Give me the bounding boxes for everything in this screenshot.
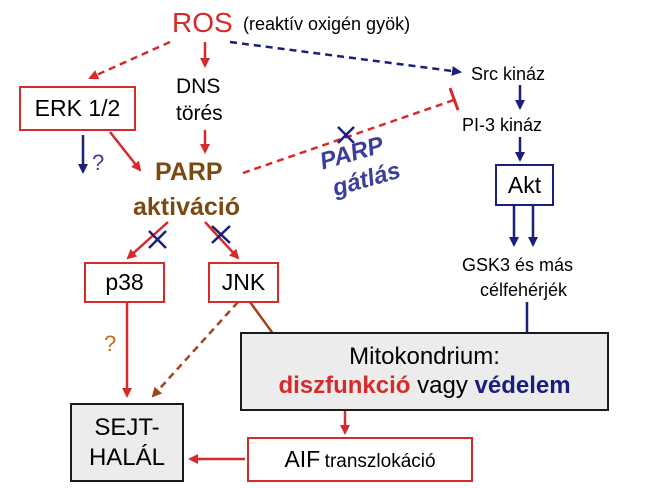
cross-jnk-b [211, 225, 231, 244]
parp-activation-1: PARP [155, 158, 223, 186]
inhibition-bar [448, 87, 460, 111]
jnk-node: JNK [208, 262, 279, 303]
parp-activation-2: aktiváció [133, 193, 241, 221]
jnk-label: JNK [221, 269, 266, 295]
gsk-label-2: célfehérjék [480, 280, 568, 300]
aif-text: AIF transzlokáció [284, 446, 435, 473]
aif-label: AIF [284, 446, 321, 472]
arrow-parp-jnk [204, 221, 240, 260]
aif-rest: transzlokáció [324, 451, 436, 472]
death-line2: HALÁL [88, 443, 166, 471]
arrow-ros-erk [88, 40, 171, 80]
mito-title: Mitokondrium: [349, 342, 500, 370]
death-line1: SEJT- [94, 413, 160, 441]
question-erk: ? [92, 150, 105, 175]
mitochondrium-node: Mitokondrium: diszfunkció vagy védelem [240, 332, 609, 411]
mito-outcome: diszfunkció vagy védelem [278, 372, 570, 401]
erk-node: ERK 1/2 [19, 86, 136, 131]
pi3-label: PI-3 kináz [462, 115, 543, 135]
akt-node: Akt [495, 164, 554, 206]
p38-node: p38 [84, 262, 165, 303]
mito-protection: védelem [474, 371, 571, 399]
ros-label: ROS [172, 7, 233, 38]
ros-note: (reaktív oxigén gyök) [243, 14, 411, 34]
arrow-jnk-death [151, 301, 239, 398]
gsk-label-1: GSK3 és más [462, 255, 574, 275]
dns-label-2: törés [176, 102, 223, 125]
arrow-erk-parp [109, 131, 142, 172]
p38-label: p38 [105, 269, 144, 295]
akt-label: Akt [507, 171, 542, 198]
cell-death-node: SEJT- HALÁL [70, 403, 184, 482]
aif-node: AIF transzlokáció [247, 437, 473, 482]
arrow-ros-src [229, 40, 462, 76]
erk-label: ERK 1/2 [34, 95, 121, 121]
mito-or: vagy [417, 371, 468, 399]
mito-dysfunction: diszfunkció [278, 371, 411, 399]
dns-label-1: DNS [176, 75, 221, 98]
arrow-parp-p38 [126, 221, 169, 260]
cross-p38-b [148, 230, 167, 249]
cross-inhibition-b [337, 126, 355, 144]
src-label: Src kináz [471, 64, 546, 84]
question-p38: ? [104, 331, 117, 356]
